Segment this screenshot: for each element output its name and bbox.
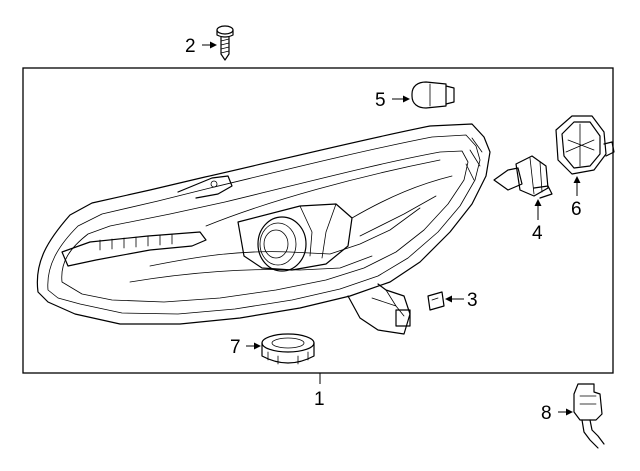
wiring-connector[interactable] xyxy=(573,383,605,449)
callout-6: 6 xyxy=(571,199,582,220)
headlamp-assembly[interactable] xyxy=(36,123,491,335)
callout-7: 7 xyxy=(230,337,241,358)
assembly-frame xyxy=(22,67,614,374)
callout-2: 2 xyxy=(185,36,196,57)
callout-3: 3 xyxy=(467,290,478,311)
retainer-clip[interactable] xyxy=(427,291,445,311)
callout-1: 1 xyxy=(314,389,325,410)
callout-5: 5 xyxy=(375,90,386,111)
socket-ring[interactable] xyxy=(261,333,315,365)
callout-4: 4 xyxy=(532,223,543,244)
callout-8: 8 xyxy=(541,403,552,424)
headlamp-bulb[interactable] xyxy=(493,155,553,199)
lamp-cover[interactable] xyxy=(555,115,615,175)
screw[interactable] xyxy=(216,25,234,61)
wedge-bulb[interactable] xyxy=(411,81,455,109)
